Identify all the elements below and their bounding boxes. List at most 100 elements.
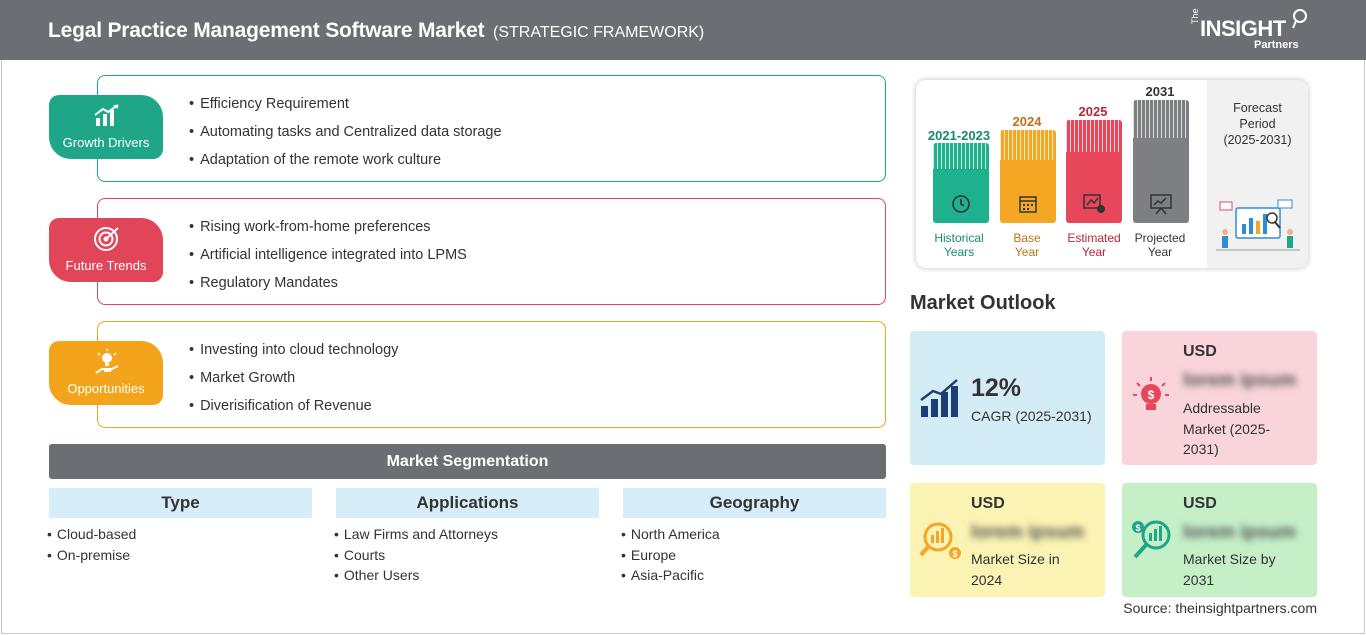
market-outlook-title: Market Outlook [910,292,1056,314]
currency-label: USD [971,495,1005,512]
redacted-value: lorem ipsum [1183,370,1296,391]
box-description-line: Market Size in [971,551,1060,567]
currency-label: USD [1183,495,1217,512]
list-item: Rising work-from-home preferences [189,217,467,245]
future-trends-list: Rising work-from-home preferences Artifi… [189,217,467,301]
lightbulb-dollar-icon: $ [1133,377,1169,410]
list-item: Europe [621,545,720,566]
forecast-line: (2025-2031) [1223,133,1292,147]
box-description-line: 2031) [1183,441,1219,457]
forecast-line: Period [1239,117,1276,131]
svg-text:$: $ [1135,523,1140,533]
timeline-bar-base [1000,130,1056,223]
growth-chart-icon [94,104,119,126]
timeline-bar-projected [1133,100,1189,223]
cagr-label: CAGR (2025-2031) [971,408,1092,424]
list-item: Investing into cloud technology [189,340,398,368]
cagr-box: 12% CAGR (2025-2031) [910,331,1105,465]
timeline-caption: Projected [1134,231,1186,245]
list-item: Diverisification of Revenue [189,396,398,424]
box-description: Market Size by 2031 [1183,549,1276,590]
timeline-caption: Years [943,245,975,259]
growth-drivers-badge: Growth Drivers [49,95,163,159]
market-size-2024-box: $ USD lorem ipsum Market Size in 2024 [910,483,1105,597]
box-description-line: 2031 [1183,571,1215,588]
list-item: Artificial intelligence integrated into … [189,245,467,273]
timeline-label-historical: Historical Years [922,231,996,259]
opportunities-label: Opportunities [67,381,145,396]
calendar-icon [1019,196,1037,213]
segment-list-type: Cloud-based On-premise [47,524,136,565]
opportunities-card: Investing into cloud technology Market G… [97,321,886,428]
list-item: Law Firms and Attorneys [334,524,498,545]
timeline-bar-estimated [1066,120,1122,223]
logo-insight: INSIGHT [1200,16,1286,41]
header-bar: Legal Practice Management Software Marke… [0,0,1366,60]
forecast-dashboard-icon [1216,199,1300,251]
list-item: Regulatory Mandates [189,273,467,301]
future-trends-label: Future Trends [65,258,147,273]
future-trends-badge: Future Trends [49,218,163,282]
market-size-2031-box: $ USD lorem ipsum Market Size by 2031 [1122,483,1317,597]
source-credit[interactable]: Source: theinsightpartners.com [1123,600,1317,616]
timeline-caption: Year [1147,245,1173,259]
currency-label: USD [1183,343,1217,360]
settings-chart-icon [1083,194,1105,213]
cagr-value: 12% [971,374,1022,402]
segment-heading-geography: Geography [623,488,886,518]
segmentation-title: Market Segmentation [49,444,886,479]
insight-partners-logo[interactable]: The INSIGHT Partners [1190,8,1320,54]
target-icon [94,227,119,251]
box-description: Addressable Market (2025- 2031) [1183,398,1270,460]
list-item: On-premise [47,545,136,566]
timeline-label-estimated: Estimated Year [1057,231,1131,259]
list-item: Asia-Pacific [621,565,720,586]
magnifier-chart-icon: $ [919,522,961,559]
growth-chart-icon [920,379,958,417]
list-item: Cloud-based [47,524,136,545]
box-description-line: Addressable [1183,400,1261,416]
list-item: Efficiency Requirement [189,94,502,122]
timeline-year-projected: 2031 [1145,84,1175,99]
forecast-line: Forecast [1233,101,1282,115]
magnifier-chart-icon: $ [1132,520,1171,559]
redacted-value: lorem ipsum [971,522,1084,543]
list-item: Other Users [334,565,498,586]
presentation-icon [1150,194,1172,215]
logo-partners: Partners [1254,39,1299,51]
timeline-bar-historical [933,143,989,223]
growth-drivers-list: Efficiency Requirement Automating tasks … [189,94,502,178]
lightbulb-hand-icon [95,349,119,374]
history-clock-icon [952,195,970,213]
segment-heading-type: Type [49,488,312,518]
opportunities-list: Investing into cloud technology Market G… [189,340,398,424]
redacted-value: lorem ipsum [1183,522,1296,543]
logo-magnifier-icon [1292,9,1307,29]
box-description-line: Market (2025- [1183,420,1271,437]
content-frame [1,60,1365,634]
list-item: North America [621,524,720,545]
timeline-caption: Year [1014,245,1040,259]
timeline-caption: Estimated [1067,231,1121,245]
segment-list-applications: Law Firms and Attorneys Courts Other Use… [334,524,498,586]
timeline-year-base: 2024 [1012,114,1042,129]
segment-list-geography: North America Europe Asia-Pacific [621,524,720,586]
timeline-label-projected: Projected Year [1123,231,1197,259]
opportunities-badge: Opportunities [49,341,163,405]
page-subtitle: (STRATEGIC FRAMEWORK) [493,24,705,41]
svg-text:$: $ [952,549,957,559]
future-trends-card: Rising work-from-home preferences Artifi… [97,198,886,305]
growth-drivers-label: Growth Drivers [62,135,150,150]
logo-the: The [1190,8,1200,24]
timeline-label-base: Base Year [990,231,1064,259]
forecast-text: Forecast Period (2025-2031) [1207,100,1308,148]
page-title: Legal Practice Management Software Marke… [48,19,485,42]
timeline-year-historical: 2021-2023 [927,128,991,143]
svg-text:$: $ [1148,388,1155,402]
segment-heading-applications: Applications [336,488,599,518]
timeline-year-estimated: 2025 [1078,104,1108,119]
box-description-line: 2024 [971,571,1003,588]
box-description-line: Market Size by [1183,551,1276,567]
timeline-caption: Year [1081,245,1107,259]
box-description: Market Size in 2024 [971,549,1060,590]
